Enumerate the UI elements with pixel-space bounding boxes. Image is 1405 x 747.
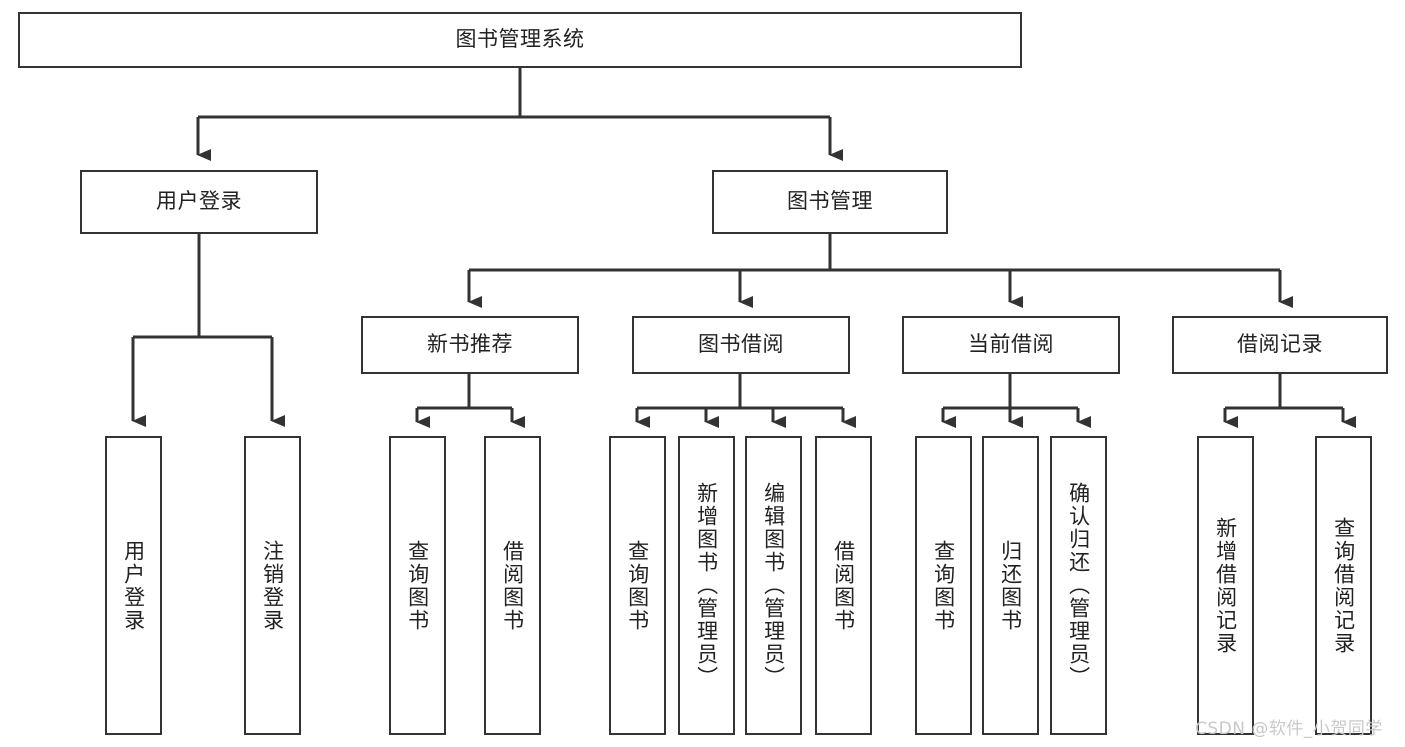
edges-book-manage xyxy=(467,234,1293,308)
leaf-query-book-recommend[interactable]: 查询图书 xyxy=(389,436,446,735)
node-new-book-recommend[interactable]: 新书推荐 xyxy=(361,316,579,374)
leaf-add-book-admin[interactable]: 新增图书（管理员） xyxy=(678,436,735,735)
leaf-query-book-current[interactable]: 查询图书 xyxy=(915,436,972,735)
leaf-borrow-book[interactable]: 借阅图书 xyxy=(815,436,872,735)
edges-current-borrow xyxy=(941,374,1091,428)
node-root[interactable]: 图书管理系统 xyxy=(18,12,1022,68)
node-borrow-record[interactable]: 借阅记录 xyxy=(1172,316,1388,374)
leaf-borrow-book-recommend[interactable]: 借阅图书 xyxy=(484,436,541,735)
edges-root xyxy=(196,68,843,161)
node-current-borrow[interactable]: 当前借阅 xyxy=(902,316,1120,374)
edges-book-borrow xyxy=(635,374,856,428)
leaf-user-login[interactable]: 用户登录 xyxy=(105,436,162,735)
leaf-return-book[interactable]: 归还图书 xyxy=(982,436,1039,735)
node-book-borrow[interactable]: 图书借阅 xyxy=(632,316,850,374)
leaf-query-borrow-record[interactable]: 查询借阅记录 xyxy=(1315,436,1372,735)
leaf-add-borrow-record[interactable]: 新增借阅记录 xyxy=(1197,436,1254,735)
leaf-logout-login[interactable]: 注销登录 xyxy=(244,436,301,735)
edges-new-book-rec xyxy=(415,374,525,428)
leaf-confirm-return-admin[interactable]: 确认归还（管理员） xyxy=(1050,436,1107,735)
edges-user-login xyxy=(131,234,285,427)
leaf-query-book-borrow[interactable]: 查询图书 xyxy=(609,436,666,735)
node-book-manage[interactable]: 图书管理 xyxy=(712,170,948,234)
edges-borrow-record xyxy=(1223,374,1356,428)
node-user-login[interactable]: 用户登录 xyxy=(80,170,318,234)
leaf-edit-book-admin[interactable]: 编辑图书（管理员） xyxy=(745,436,802,735)
